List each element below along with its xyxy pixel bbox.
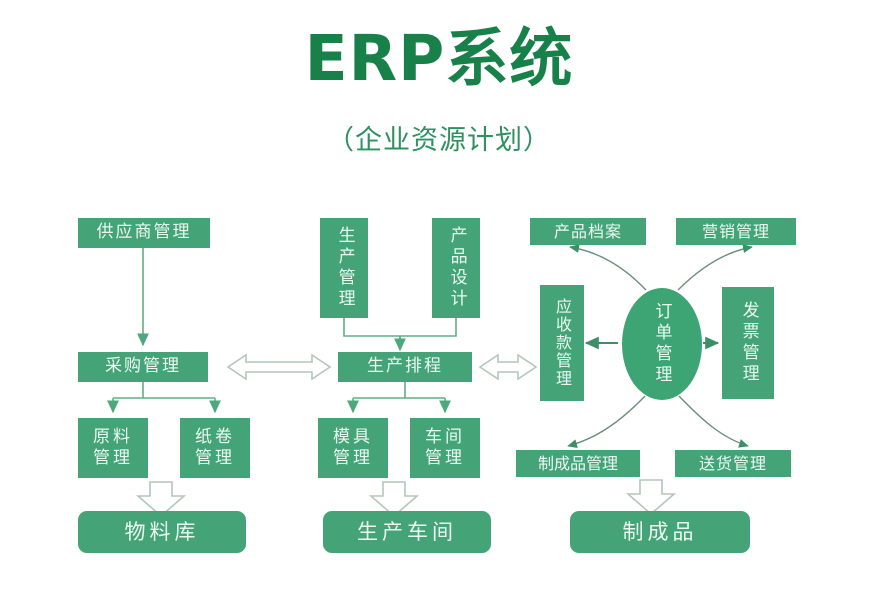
node-label: 应收款管理	[553, 298, 572, 388]
hollow-double-arrow-scheduling-receivables	[478, 353, 538, 381]
node-production-workshop[interactable]: 生产车间	[323, 511, 491, 553]
node-label-line2: 管理	[333, 448, 373, 468]
node-production-management[interactable]: 生产管理	[320, 218, 368, 318]
node-delivery-management[interactable]: 送货管理	[675, 450, 791, 477]
node-label-line1: 模具	[333, 426, 373, 447]
page-subtitle: （企业资源计划）	[327, 125, 551, 156]
line-production-design-merge	[343, 318, 457, 347]
node-label-line1: 原料	[93, 426, 133, 447]
node-label-line2: 管理	[195, 448, 235, 468]
curve-order-to-product-archive	[569, 244, 647, 291]
node-label: 物料库	[124, 519, 200, 544]
node-label: 送货管理	[698, 453, 767, 473]
node-invoice-management[interactable]: 发票管理	[722, 287, 774, 399]
hollow-arrow-to-finished-goods	[625, 479, 677, 516]
node-label: 产品档案	[553, 221, 622, 241]
node-label: 产品设计	[446, 226, 467, 310]
node-material-warehouse[interactable]: 物料库	[78, 511, 246, 553]
node-order-management[interactable]: 订单管理	[622, 288, 702, 400]
node-label: 营销管理	[701, 221, 770, 241]
node-label: 订单管理	[651, 302, 672, 386]
curve-order-to-finished-goods-management	[567, 395, 646, 449]
node-purchase-management[interactable]: 采购管理	[78, 352, 208, 382]
node-label: 制成品	[622, 519, 698, 544]
node-product-archive[interactable]: 产品档案	[530, 218, 646, 245]
node-label-line2: 管理	[425, 448, 465, 468]
node-raw-material-management[interactable]: 原料 管理	[78, 418, 148, 478]
node-label: 采购管理	[105, 356, 181, 377]
node-supplier-management[interactable]: 供应商管理	[78, 218, 210, 248]
node-label: 发票管理	[738, 301, 759, 385]
line-purchase-split	[113, 382, 215, 399]
node-label-line1: 纸卷	[195, 426, 235, 447]
node-label: 生产车间	[357, 519, 457, 544]
node-receivables-management[interactable]: 应收款管理	[540, 285, 584, 401]
node-label: 生产排程	[367, 356, 443, 377]
node-label-line2: 管理	[93, 448, 133, 468]
curve-order-to-delivery	[678, 395, 749, 448]
curve-order-to-marketing	[677, 244, 753, 291]
node-label: 供应商管理	[96, 222, 192, 243]
node-label: 生产管理	[334, 226, 355, 310]
hollow-double-arrow-purchase-scheduling	[226, 353, 332, 381]
node-paper-roll-management[interactable]: 纸卷 管理	[180, 418, 250, 478]
node-workshop-management[interactable]: 车间 管理	[410, 418, 480, 478]
node-marketing-management[interactable]: 营销管理	[676, 218, 796, 245]
node-finished-goods[interactable]: 制成品	[570, 511, 750, 553]
node-mold-management[interactable]: 模具 管理	[318, 418, 388, 478]
node-label: 制成品管理	[537, 453, 618, 473]
node-production-scheduling[interactable]: 生产排程	[338, 352, 472, 382]
page-title-cjk: 系统	[445, 22, 574, 95]
line-scheduling-split	[353, 382, 445, 399]
node-finished-goods-management[interactable]: 制成品管理	[516, 450, 640, 477]
node-product-design[interactable]: 产品设计	[432, 218, 480, 318]
node-label-line1: 车间	[425, 426, 465, 447]
page-title-latin: ERP	[304, 22, 446, 95]
page-title: ERP系统	[0, 25, 878, 92]
